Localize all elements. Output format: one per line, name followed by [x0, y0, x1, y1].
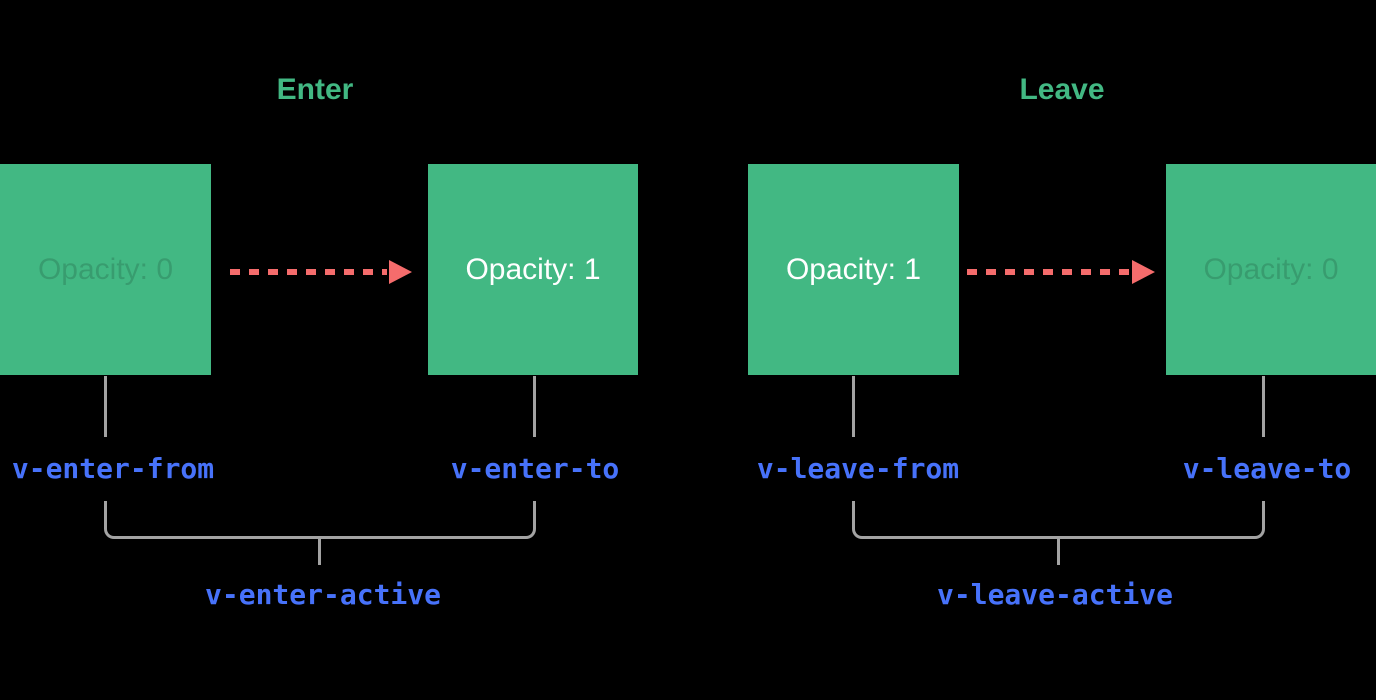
arrow-dashes — [967, 269, 1130, 275]
enter-from-box: Opacity: 0 — [0, 164, 211, 375]
leave-from-class-label: v-leave-from — [756, 452, 960, 485]
opacity-label: Opacity: 0 — [37, 252, 174, 286]
leave-active-class-label: v-leave-active — [936, 578, 1174, 611]
active-range-bracket — [104, 501, 536, 539]
arrow-head-icon — [389, 260, 412, 284]
enter-dashed-arrow — [230, 260, 412, 284]
bracket-stem — [318, 539, 321, 565]
enter-to-box: Opacity: 1 — [428, 164, 638, 375]
connector-line — [104, 376, 107, 437]
opacity-label: Opacity: 0 — [1203, 252, 1339, 286]
leave-dashed-arrow — [967, 260, 1155, 284]
leave-to-class-label: v-leave-to — [1182, 452, 1352, 485]
enter-to-class-label: v-enter-to — [450, 452, 620, 485]
enter-active-class-label: v-enter-active — [204, 578, 442, 611]
arrow-dashes — [230, 269, 387, 275]
leave-from-box: Opacity: 1 — [748, 164, 959, 375]
bracket-stem — [1057, 539, 1060, 565]
leave-to-box: Opacity: 0 — [1166, 164, 1376, 375]
arrow-head-icon — [1132, 260, 1155, 284]
opacity-label: Opacity: 1 — [465, 252, 601, 286]
connector-line — [1262, 376, 1265, 437]
leave-title: Leave — [1019, 73, 1105, 106]
active-range-bracket — [852, 501, 1265, 539]
opacity-label: Opacity: 1 — [785, 252, 922, 286]
enter-title: Enter — [276, 73, 354, 106]
connector-line — [852, 376, 855, 437]
enter-from-class-label: v-enter-from — [11, 452, 215, 485]
connector-line — [533, 376, 536, 437]
